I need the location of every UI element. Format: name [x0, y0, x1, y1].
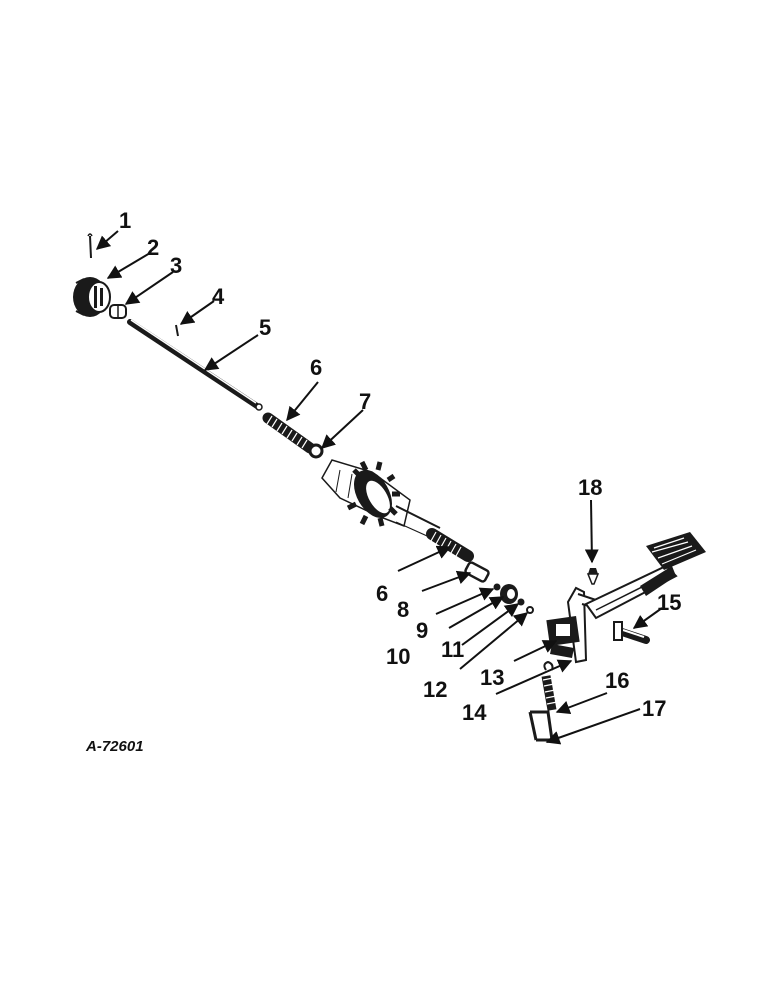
callout-15: 15	[657, 590, 681, 615]
callout-9: 9	[416, 618, 428, 643]
part-return-spring	[541, 660, 558, 711]
callout-labels: 1 2 3 4 5 6 7 6 8 9 10 11 12 13 14 15 16…	[119, 208, 681, 725]
callout-3: 3	[170, 253, 182, 278]
part-long-rod	[127, 319, 263, 411]
callout-1: 1	[119, 208, 131, 233]
part-spring-lower	[426, 528, 474, 562]
callout-4: 4	[212, 284, 225, 309]
part-plunger	[464, 561, 490, 583]
callout-18: 18	[578, 475, 602, 500]
part-bushing	[109, 304, 127, 319]
callout-14: 14	[462, 700, 487, 725]
callout-6-lower: 6	[376, 581, 388, 606]
part-slotted-collar	[73, 277, 111, 317]
part-grease-fitting	[586, 568, 600, 585]
part-spring-bracket	[528, 710, 554, 742]
callout-12: 12	[423, 677, 447, 702]
callout-6: 6	[310, 355, 322, 380]
part-spring-collar	[308, 443, 324, 459]
part-ball-small	[526, 606, 534, 614]
callout-5: 5	[259, 315, 271, 340]
part-washer-small	[493, 583, 501, 591]
callout-2: 2	[147, 235, 159, 260]
part-pedal-pad	[646, 532, 706, 570]
part-ball	[517, 598, 525, 606]
callout-7: 7	[359, 389, 371, 414]
part-housing-assembly	[321, 459, 441, 541]
callout-10: 10	[386, 644, 410, 669]
part-bolt	[613, 621, 650, 644]
callout-8: 8	[397, 597, 409, 622]
part-nut	[500, 584, 518, 604]
callout-11: 11	[441, 637, 464, 662]
part-cotter-pin	[87, 233, 93, 259]
leader-lines	[95, 230, 663, 745]
callout-16: 16	[605, 668, 629, 693]
part-spring-upper	[262, 412, 316, 454]
part-pedal-arm	[584, 564, 678, 620]
part-pedal-bracket	[546, 586, 597, 664]
callout-13: 13	[480, 665, 504, 690]
part-small-pin	[175, 324, 179, 337]
callout-17: 17	[642, 696, 666, 721]
figure-id: A-72601	[85, 738, 144, 755]
